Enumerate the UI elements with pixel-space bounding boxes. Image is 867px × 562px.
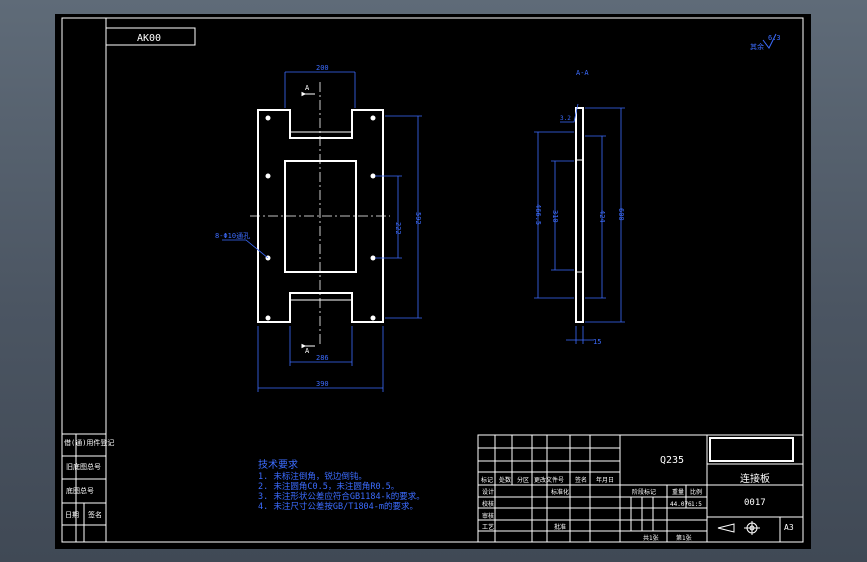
left-strip-r4a: 日期 [65, 511, 79, 519]
dim-angle-note: 3.2 [560, 115, 571, 122]
tb-process: 工艺 [482, 523, 494, 531]
left-strip-r4b: 签名 [88, 510, 102, 519]
tb-scale: 比例 [690, 488, 702, 496]
tb-hdr-mark: 标记 [481, 476, 493, 484]
code-box-text: AK00 [137, 33, 161, 44]
note-line-1: 1. 未标注倒角，锐边倒钝。 [258, 471, 367, 482]
dimension-lines-front [222, 71, 422, 392]
dim-inner-height: 222 [394, 222, 402, 235]
section-marks [301, 91, 315, 349]
dimension-lines-side [534, 103, 625, 344]
tb-sheets-total: 共1张 [643, 534, 659, 542]
note-line-4: 4. 未注尺寸公差按GB/T1804-m的要求。 [258, 501, 418, 512]
tb-hdr-zone: 分区 [517, 476, 529, 484]
tb-hdr-count: 处数 [499, 476, 511, 484]
tb-standardize: 标准化 [551, 488, 569, 496]
left-strip-grid [62, 433, 106, 542]
tb-hdr-sign: 签名 [575, 476, 587, 484]
plate-side-view [575, 107, 584, 323]
dim-side-inner-left: 310 [551, 210, 559, 223]
note-line-2: 2. 未注圆角C0.5，未注圆角R0.5。 [258, 481, 399, 492]
section-mark-top: A [305, 84, 310, 92]
dim-side-left: 466.5 [534, 204, 542, 225]
note-line-3: 3. 未注形状公差应符合GB1184-k的要求。 [258, 491, 425, 502]
roughness-label: 其余 [750, 42, 764, 51]
title-block-grid [477, 434, 804, 543]
dim-bottom-inner: 286 [316, 354, 329, 362]
left-strip-r3: 底图总号 [66, 486, 94, 495]
center-lines [250, 82, 390, 345]
tb-stage-mark: 阶段标记 [632, 488, 656, 496]
projection-symbol [717, 521, 760, 535]
hole-callout: 8-Φ10通孔 [215, 231, 250, 240]
left-strip-r2: 旧底图总号 [66, 462, 101, 471]
tb-check: 校核 [482, 500, 494, 508]
tb-design: 设计 [482, 488, 494, 496]
tb-audit: 审核 [482, 512, 494, 520]
dim-thickness: 15 [593, 338, 601, 346]
dim-overall-width: 390 [316, 380, 329, 388]
tb-material: Q235 [660, 455, 684, 466]
code-box [105, 27, 196, 46]
notes-title: 技术要求 [258, 458, 298, 471]
tb-approve: 批准 [554, 523, 566, 531]
tb-hdr-docno: 更改文件号 [534, 476, 564, 484]
dim-top-width: 200 [316, 64, 329, 72]
drawing-canvas [55, 14, 811, 549]
title-box-inner [709, 437, 794, 462]
dim-side-inner-right: 424 [598, 210, 606, 223]
roughness-value: 6.3 [768, 34, 781, 42]
tb-part-name: 连接板 [740, 472, 770, 485]
left-strip-r1: 借(通)用件登记 [64, 438, 114, 447]
section-mark-bottom: A [305, 347, 310, 355]
tb-weight-value: 44.076 [670, 501, 692, 508]
section-label: A-A [576, 69, 589, 77]
tb-drawing-no: 0017 [744, 498, 766, 508]
tb-sheet-no: 第1张 [676, 534, 692, 542]
tb-weight: 重量 [672, 488, 684, 496]
tb-sheet-size: A3 [784, 523, 794, 532]
tb-scale-value: 1:5 [691, 501, 702, 508]
plate-front-view [257, 109, 384, 323]
dim-outer-height: 592 [414, 212, 422, 225]
tb-hdr-date: 年月日 [596, 476, 614, 484]
dim-side-outer: 600 [617, 208, 625, 221]
inner-frame [105, 17, 804, 543]
roughness-symbol [762, 33, 777, 49]
